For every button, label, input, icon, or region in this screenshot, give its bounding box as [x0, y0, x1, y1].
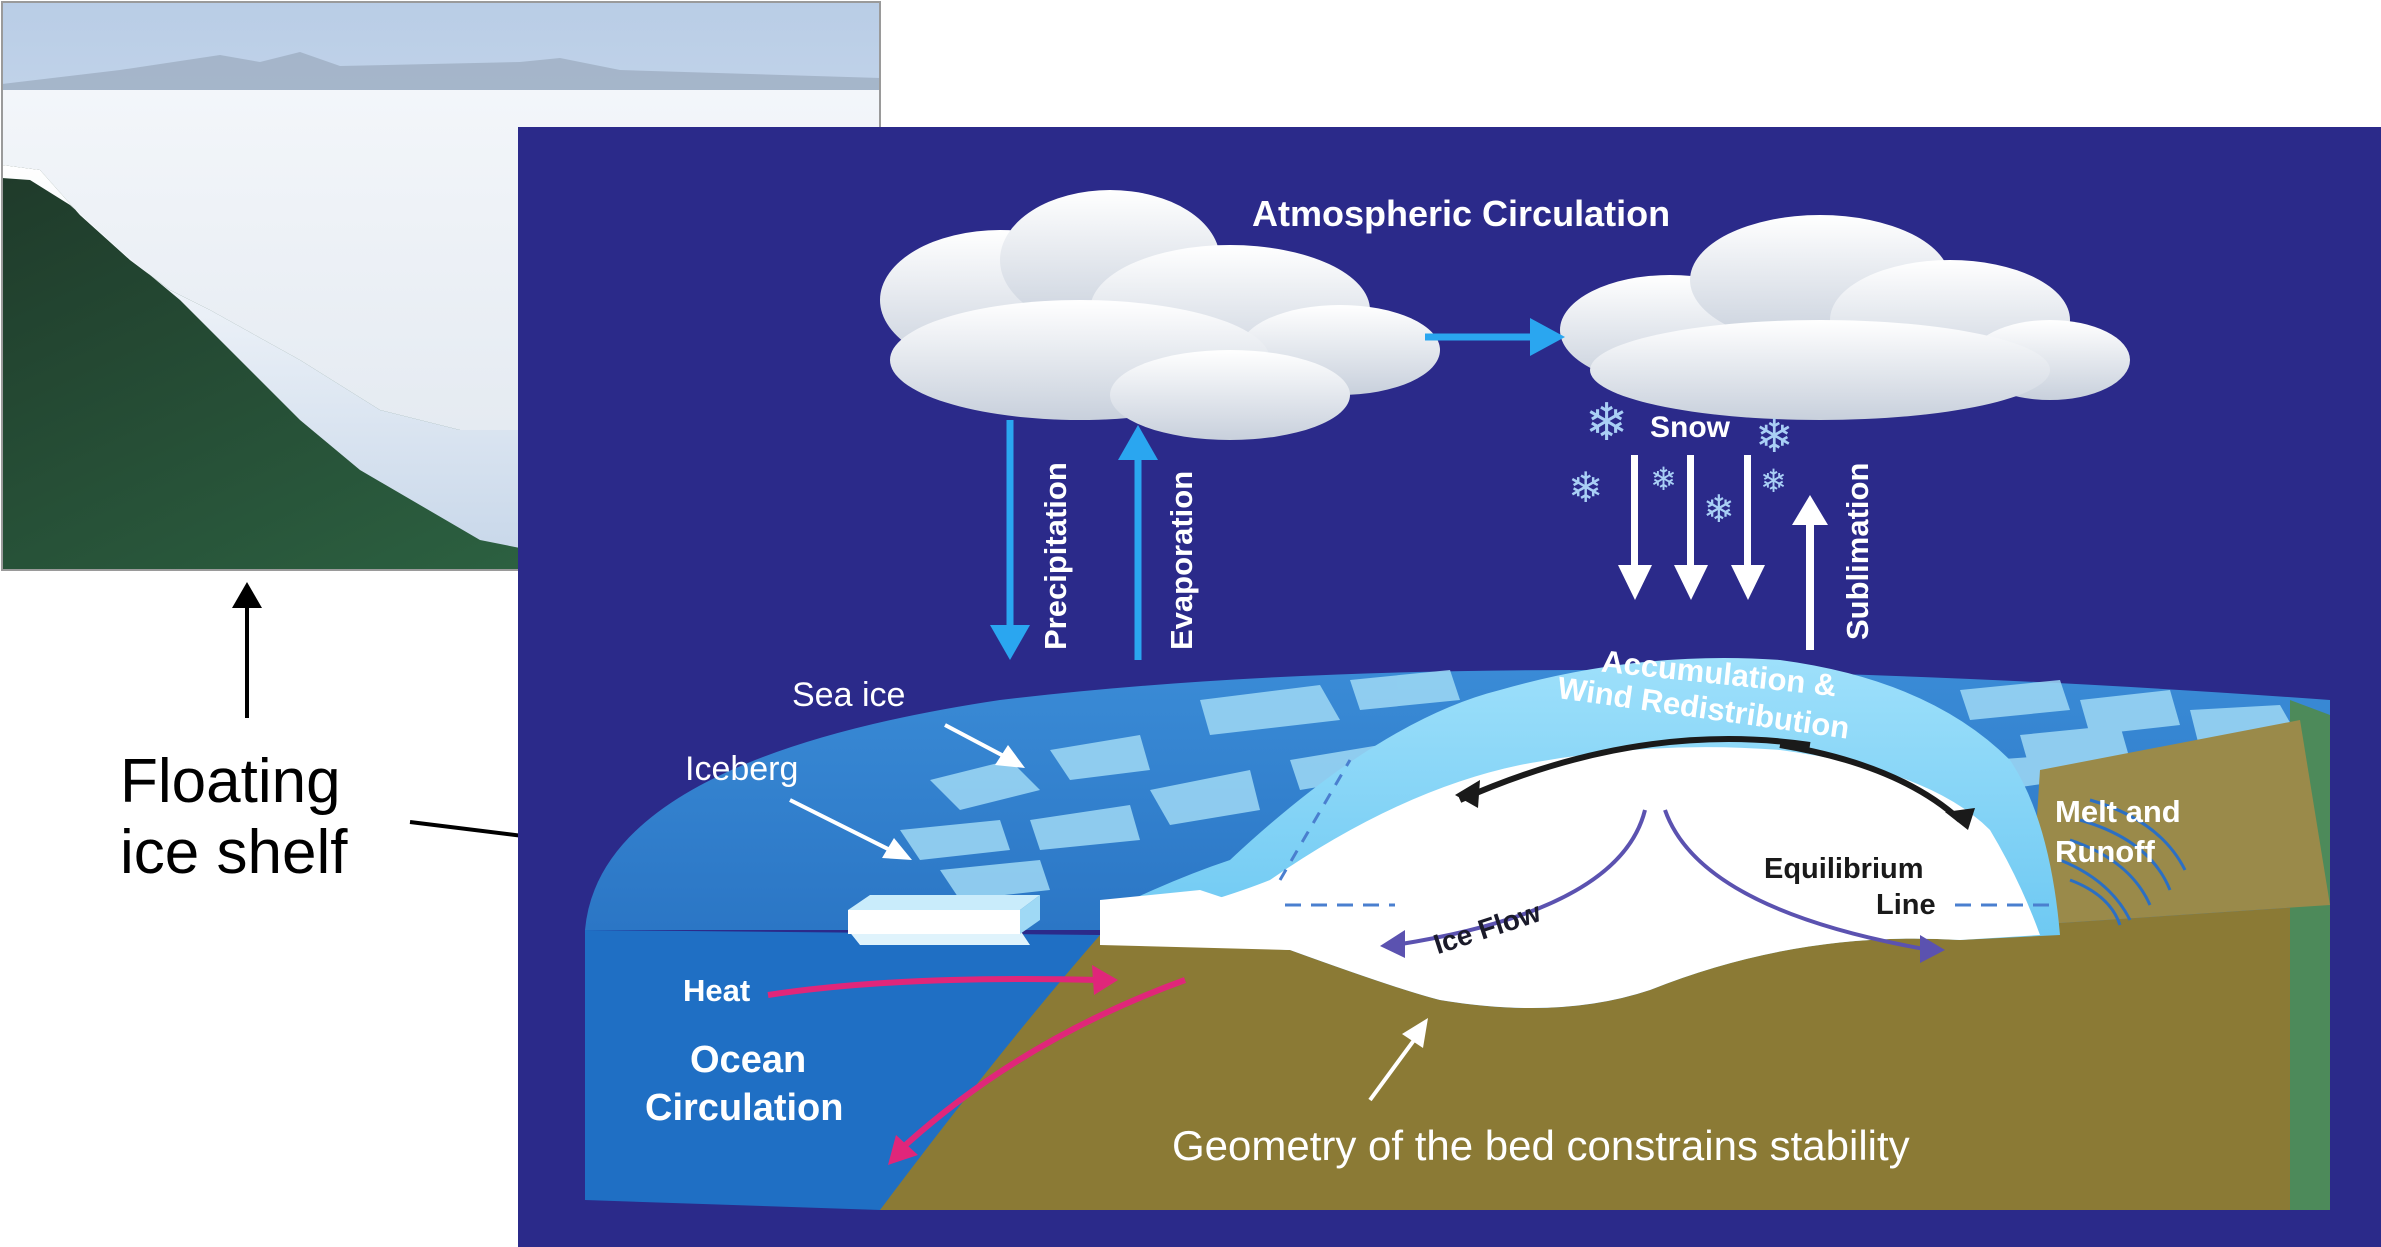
atmospheric-circulation-label: Atmospheric Circulation — [1252, 193, 1670, 234]
sublimation-label: Sublimation — [1840, 463, 1875, 640]
floating-ice-shelf-label: Floating — [120, 747, 341, 816]
heat-arrows — [767, 976, 1187, 1153]
svg-text:❄: ❄ — [1703, 487, 1735, 531]
photo-pointer-arrow — [232, 582, 262, 718]
melt-and-runoff-label-2: Runoff — [2055, 834, 2156, 869]
iceberg-pointer — [789, 798, 912, 860]
sea-ice-label: Sea ice — [792, 676, 905, 714]
sublimation-arrow — [1792, 495, 1828, 650]
wind-redistribution-arrows — [1458, 736, 1963, 823]
sea-ice-pointer — [944, 723, 1025, 768]
svg-text:❄: ❄ — [1568, 463, 1603, 512]
melt-and-runoff-label: Melt and — [2055, 794, 2181, 829]
bed-geometry-caption: Geometry of the bed constrains stability — [1172, 1122, 1910, 1169]
heat-label: Heat — [683, 973, 750, 1008]
atmosphere-arrow — [1425, 318, 1565, 356]
cryosphere-diagram: ❄ ❄ ❄ ❄ ❄ ❄ — [518, 127, 2381, 1247]
svg-text:❄: ❄ — [1585, 393, 1629, 453]
ocean-circulation-label-2: Circulation — [645, 1087, 843, 1129]
evaporation-label: Evaporation — [1164, 471, 1199, 650]
floating-ice-shelf-label-2: ice shelf — [120, 818, 348, 887]
precipitation-arrow — [990, 420, 1030, 660]
ocean-circulation-label: Ocean — [690, 1039, 806, 1081]
bed-pointer — [1368, 1018, 1428, 1102]
ice-flow-arrows — [1394, 809, 1931, 952]
snow-label: Snow — [1650, 411, 1731, 444]
evaporation-arrow — [1118, 425, 1158, 660]
cloud-left — [880, 190, 1440, 440]
equilibrium-line-label: Line — [1876, 889, 1936, 921]
iceberg — [848, 895, 1040, 945]
cloud-right — [1560, 215, 2130, 420]
snow-arrows — [1618, 455, 1765, 600]
snowflake-icon: ❄ ❄ ❄ ❄ ❄ ❄ — [1568, 393, 1794, 531]
svg-text:❄: ❄ — [1755, 409, 1794, 463]
equilibrium-label: Equilibrium — [1764, 853, 1924, 885]
ice-sheet-interior — [1140, 747, 2040, 1008]
precipitation-label: Precipitation — [1038, 462, 1073, 650]
iceberg-label: Iceberg — [685, 750, 798, 788]
floating-ice-shelf — [1100, 890, 1290, 950]
svg-text:❄: ❄ — [1650, 460, 1677, 498]
svg-text:❄: ❄ — [1760, 462, 1787, 500]
runoff-lines — [2059, 798, 2187, 926]
